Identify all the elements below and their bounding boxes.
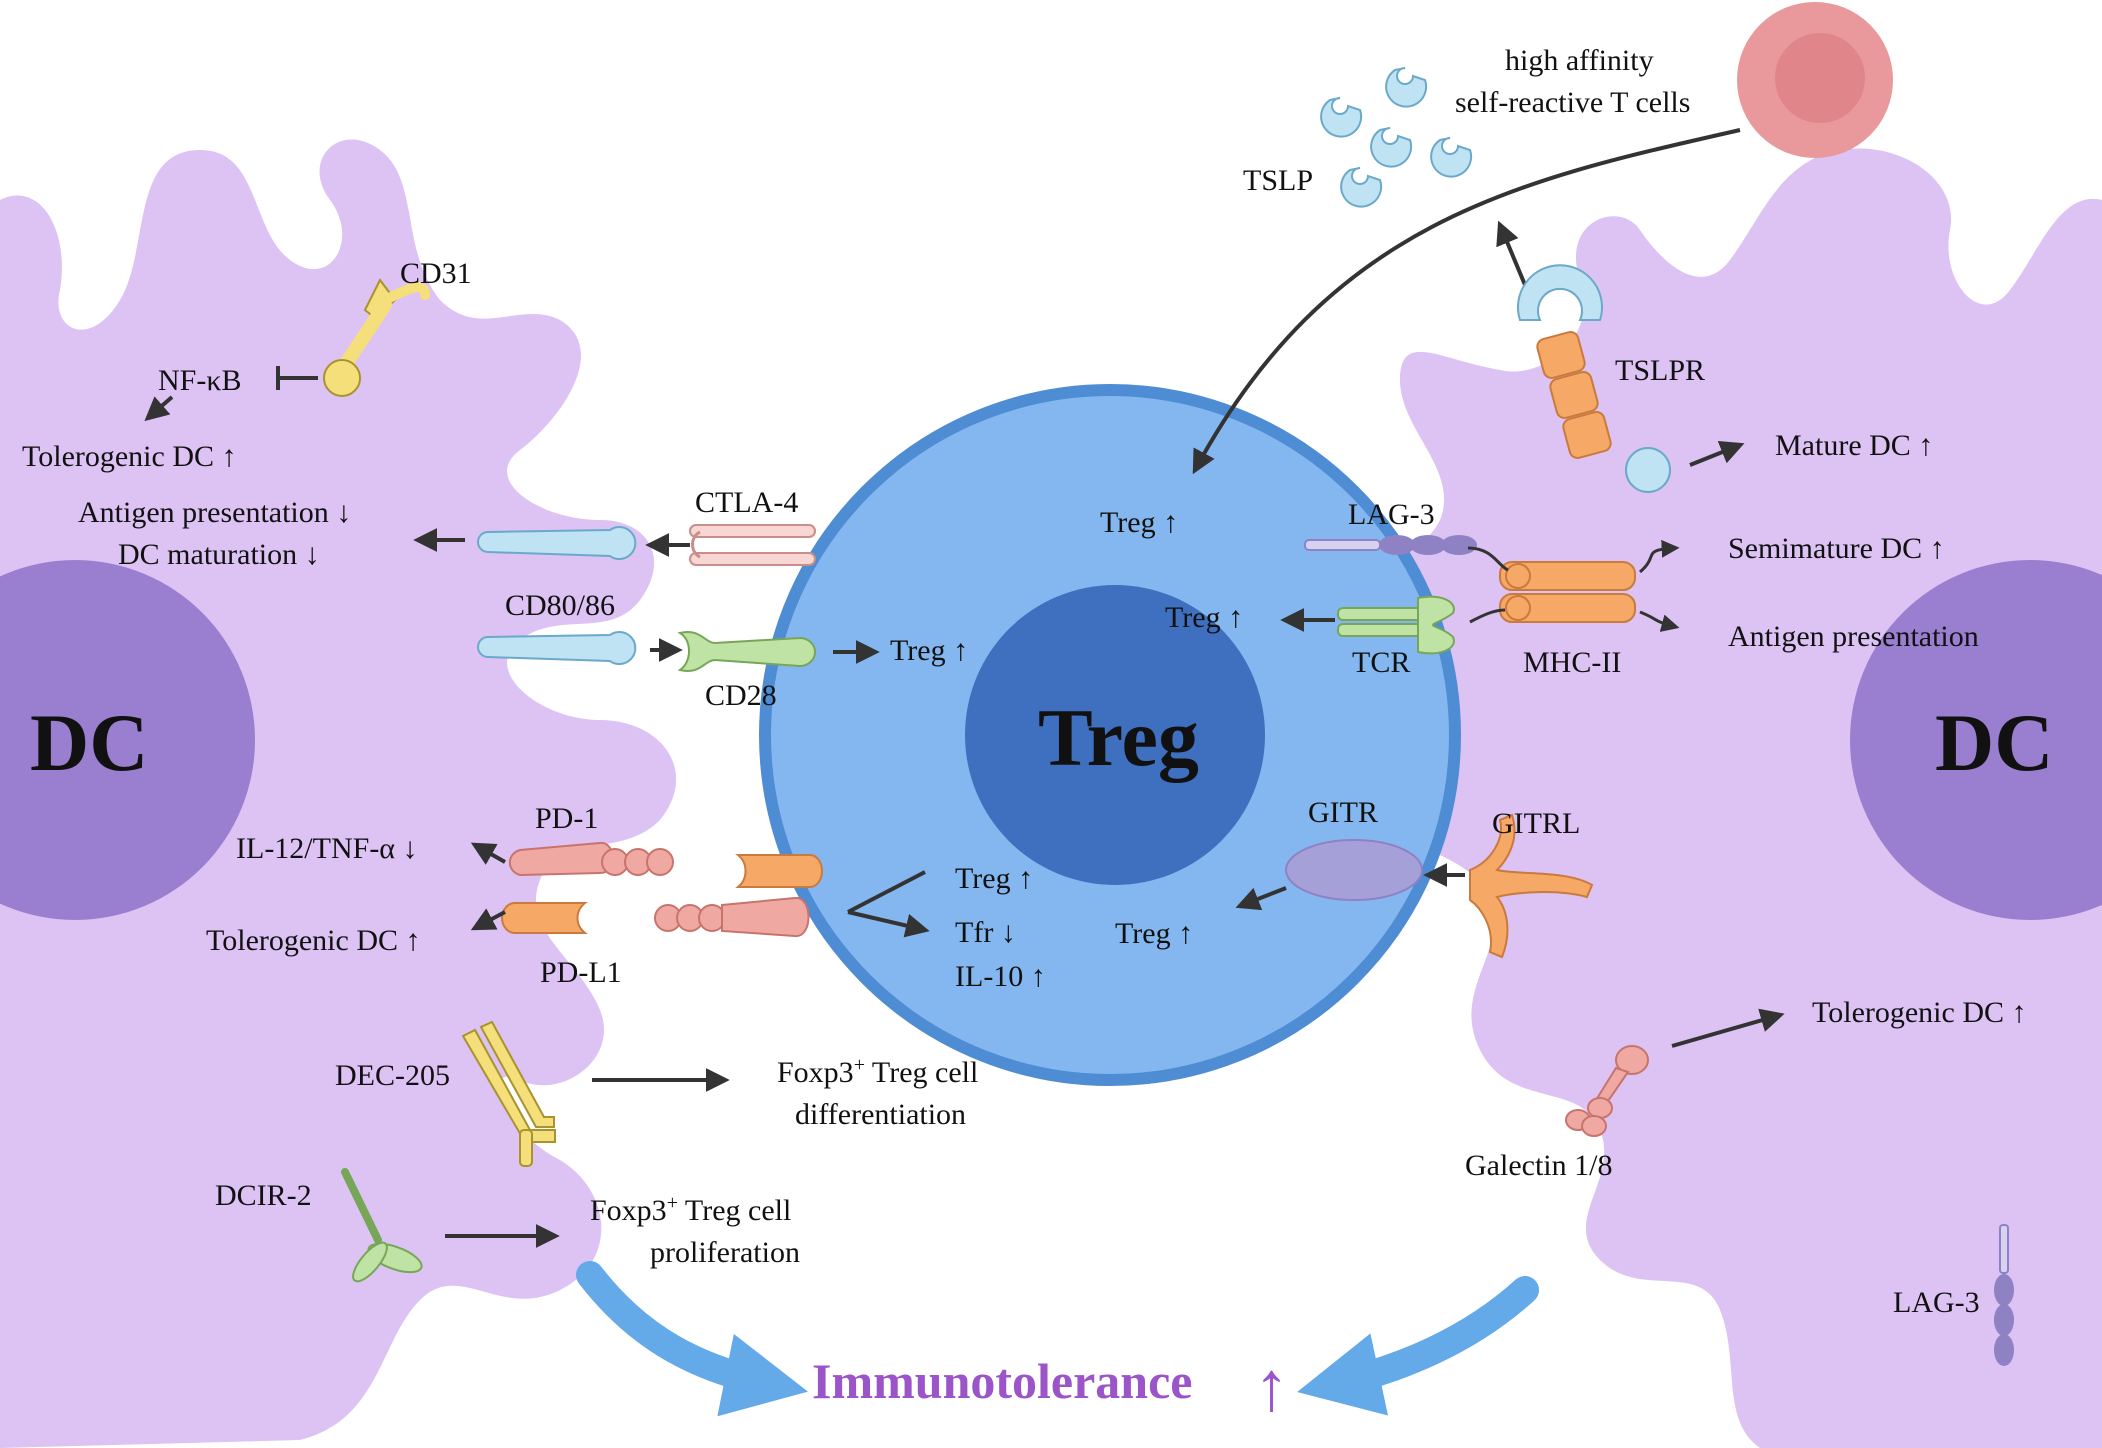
cd31-receptor xyxy=(323,278,430,397)
foxp3-diff-foxp3: Foxp3 xyxy=(777,1056,854,1089)
dc-left-nucleus xyxy=(0,560,255,920)
cd80-86-label: CD80/86 xyxy=(505,589,615,622)
cd80-86-upper xyxy=(477,526,637,560)
il12-label: IL-12/TNF-α ↓ xyxy=(236,832,418,865)
immunotolerance-up-arrow: ↑ xyxy=(1254,1349,1289,1426)
right-big-arrow xyxy=(1297,1276,1539,1416)
treg-lag3-label: Treg ↑ xyxy=(1100,506,1178,539)
self-reactive-label-line1: high affinity xyxy=(1505,44,1654,77)
pdl1-label: PD-L1 xyxy=(540,956,622,989)
dcir2-label: DCIR-2 xyxy=(215,1179,312,1212)
pd1-right-receptor xyxy=(654,896,810,938)
dc-right-nucleus xyxy=(1850,560,2102,920)
lag3-top-label: LAG-3 xyxy=(1348,498,1435,531)
tolerogenic-dc-2-label: Tolerogenic DC ↑ xyxy=(206,924,421,957)
gitr-label: GITR xyxy=(1308,796,1378,829)
treg-pd-label: Treg ↑ xyxy=(955,862,1033,895)
tslp-molecules xyxy=(1320,67,1473,208)
pdl1-to-tolerogenic-arrow xyxy=(470,908,506,931)
self-reactive-label-line2: self-reactive T cells xyxy=(1455,86,1690,119)
antigen-presentation-left-label: Antigen presentation ↓ xyxy=(78,496,351,529)
dcir2-receptor xyxy=(341,1168,423,1283)
lag3-bottom-label: LAG-3 xyxy=(1893,1286,1980,1319)
foxp3-diff-sup: + xyxy=(854,1054,865,1076)
foxp3-prol-line1: Foxp3+ Treg cell xyxy=(590,1192,791,1227)
pdl1-right xyxy=(735,854,823,888)
galectin-molecule xyxy=(1565,1045,1649,1137)
cd28-label: CD28 xyxy=(705,679,777,712)
foxp3-diff-tail: Treg cell xyxy=(865,1056,978,1089)
ctla4-receptor xyxy=(689,524,816,566)
foxp3-diff-line2: differentiation xyxy=(795,1098,966,1131)
pd1-label: PD-1 xyxy=(535,802,598,835)
tslpr-to-mature-dc-arrow xyxy=(1689,440,1745,467)
treg-gitr-label: Treg ↑ xyxy=(1115,917,1193,950)
ctla4-label: CTLA-4 xyxy=(695,486,798,519)
self-reactive-to-treg-arrow xyxy=(1192,128,1741,475)
galectin-to-tolerogenic-arrow xyxy=(1671,1008,1785,1048)
foxp3-diff-line1: Foxp3+ Treg cell xyxy=(777,1054,978,1089)
dc-maturation-label: DC maturation ↓ xyxy=(118,538,320,571)
gitrl-label: GITRL xyxy=(1492,807,1580,840)
pd1-to-il12-arrow xyxy=(470,842,506,865)
tslpr-to-tslp-arrow xyxy=(1496,220,1527,286)
dec205-label: DEC-205 xyxy=(335,1059,450,1092)
tcr-label: TCR xyxy=(1352,646,1410,679)
immunotolerance-label: Immunotolerance xyxy=(812,1353,1193,1409)
mhc2-label: MHC-II xyxy=(1523,646,1621,679)
antigen-presentation-right-label: Antigen presentation xyxy=(1728,620,1979,653)
lag3-mhc-link xyxy=(1467,546,1509,572)
tolerogenic-dc-right-label: Tolerogenic DC ↑ xyxy=(1812,996,2027,1029)
dc-left-label: DC xyxy=(30,697,148,788)
gitr-receptor xyxy=(1285,839,1423,901)
tslp-label: TSLP xyxy=(1243,164,1313,197)
il10-label: IL-10 ↑ xyxy=(955,960,1046,993)
pdl1-left xyxy=(501,902,588,934)
pd-fork-arrows xyxy=(847,870,925,930)
tcr-receptor xyxy=(1337,595,1455,655)
lag3-bottom-receptor xyxy=(1994,1224,2014,1366)
nfkb-label: NF-κB xyxy=(158,364,241,397)
treg-nucleus xyxy=(965,585,1265,885)
treg-tcr-label: Treg ↑ xyxy=(1165,601,1243,634)
tfr-label: Tfr ↓ xyxy=(955,916,1016,949)
gitrl-ligand xyxy=(1469,813,1594,959)
mhc-to-antigen-arrow xyxy=(1639,610,1680,632)
foxp3-prol-tail: Treg cell xyxy=(678,1194,791,1227)
dc-right-label: DC xyxy=(1935,697,2053,788)
tcr-mhc-link xyxy=(1469,608,1506,624)
treg-cd28-label: Treg ↑ xyxy=(890,634,968,667)
cd31-label: CD31 xyxy=(400,257,472,290)
galectin-label: Galectin 1/8 xyxy=(1465,1149,1612,1182)
lag3-top-receptor xyxy=(1304,535,1477,555)
self-reactive-t-cell-nucleus xyxy=(1775,33,1865,123)
nfkb-to-tolerogenic-arrow xyxy=(144,395,174,422)
foxp3-prol-foxp3: Foxp3 xyxy=(590,1194,667,1227)
mhc2-molecule xyxy=(1499,561,1636,623)
dec205-receptor xyxy=(461,1020,556,1167)
tslpr-label: TSLPR xyxy=(1615,354,1705,387)
dc-left-cell xyxy=(0,139,677,1448)
cd28-receptor xyxy=(677,630,816,673)
pd1-receptor xyxy=(508,842,674,877)
mhc-to-semimature-arrow xyxy=(1639,539,1680,574)
semimature-dc-label: Semimature DC ↑ xyxy=(1728,532,1945,565)
tolerogenic-dc-1-label: Tolerogenic DC ↑ xyxy=(22,440,237,473)
left-big-arrow xyxy=(576,1261,808,1417)
gitr-to-treg-arrow xyxy=(1235,886,1287,911)
foxp3-prol-sup: + xyxy=(667,1192,678,1214)
cd80-86-lower xyxy=(477,631,637,665)
mature-dc-label: Mature DC ↑ xyxy=(1775,429,1933,462)
dc-right-cell xyxy=(1378,148,2102,1448)
treg-label: Treg xyxy=(1038,692,1199,783)
foxp3-prol-line2: proliferation xyxy=(650,1236,800,1269)
tslpr-receptor xyxy=(1517,264,1671,493)
